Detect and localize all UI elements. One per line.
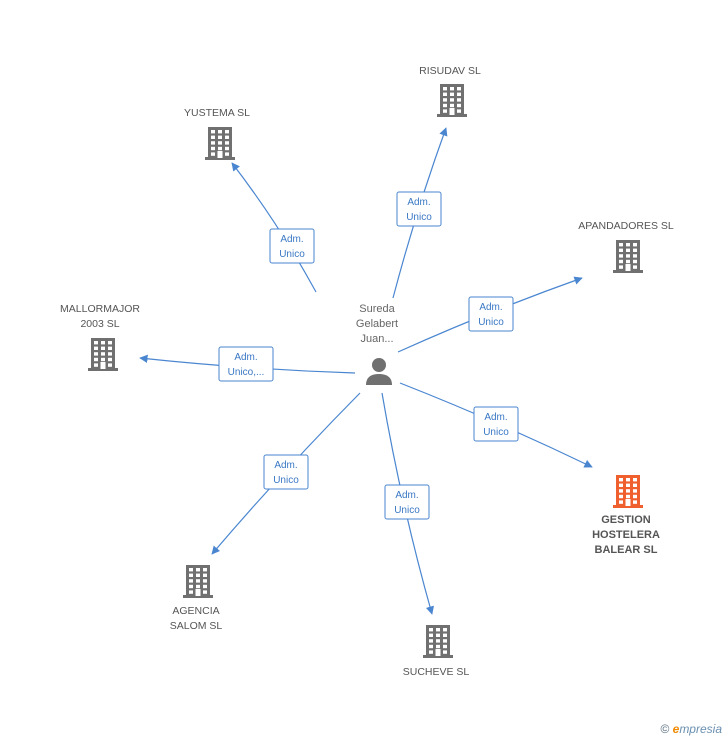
role-label-mallormajor[interactable]: Adm. Unico,... [218, 346, 274, 382]
edges-layer [139, 127, 593, 615]
person-name-line: Sureda [359, 303, 395, 315]
building-icon [423, 625, 453, 658]
company-label-line: MALLORMAJOR [60, 303, 140, 315]
brand-logo-e: e [672, 722, 680, 736]
edge-yustema [231, 162, 317, 293]
role-box [468, 296, 514, 332]
copyright-symbol: © [660, 722, 670, 736]
person-icon [366, 358, 392, 385]
role-text-line: Adm. [407, 197, 430, 208]
role-text-line: Unico [406, 212, 432, 223]
company-node-gestion[interactable]: GESTION HOSTELERA BALEAR SL [592, 475, 660, 556]
company-label-line: HOSTELERA [592, 529, 660, 541]
role-box [269, 228, 315, 264]
role-text-line: Unico [273, 475, 299, 486]
company-node-mallormajor[interactable]: MALLORMAJOR 2003 SL [60, 303, 140, 371]
company-node-apandadores[interactable]: APANDADORES SL [578, 220, 674, 273]
role-text-line: Unico,... [228, 367, 265, 378]
building-icon [205, 127, 235, 160]
building-icon [613, 475, 643, 508]
company-label-line: RISUDAV SL [419, 65, 481, 77]
role-box [473, 406, 519, 442]
building-icon [437, 84, 467, 117]
role-text-line: Adm. [280, 234, 303, 245]
role-box [396, 191, 442, 227]
company-node-yustema[interactable]: YUSTEMA SL [184, 107, 250, 160]
building-icon [88, 338, 118, 371]
brand-name: mpresia [679, 722, 722, 736]
company-label-line: APANDADORES SL [578, 220, 674, 232]
person-node[interactable]: SuredaGelabertJuan... [356, 303, 398, 385]
role-box [263, 454, 309, 490]
role-text-line: Adm. [484, 412, 507, 423]
building-icon [183, 565, 213, 598]
role-text-line: Adm. [234, 352, 257, 363]
building-icon [613, 240, 643, 273]
footer-brand: © empresia [660, 722, 722, 736]
company-node-sucheve[interactable]: SUCHEVE SL [403, 625, 470, 678]
role-text-line: Unico [483, 427, 509, 438]
company-label-line: YUSTEMA SL [184, 107, 250, 119]
role-labels-layer: Adm.UnicoAdm.UnicoAdm.UnicoAdm.Unico,...… [218, 191, 519, 520]
company-label-line: 2003 SL [80, 318, 119, 330]
role-label-yustema[interactable]: Adm. Unico [269, 228, 315, 264]
company-label-line: AGENCIA [172, 605, 219, 617]
company-node-risudav[interactable]: RISUDAV SL [419, 65, 481, 117]
role-text-line: Unico [279, 249, 305, 260]
role-text-line: Adm. [274, 460, 297, 471]
role-label-gestion[interactable]: Adm. Unico [473, 406, 519, 442]
company-label-line: BALEAR SL [595, 544, 658, 556]
company-node-agencia[interactable]: AGENCIA SALOM SL [170, 565, 223, 632]
company-label-line: SUCHEVE SL [403, 666, 470, 678]
role-label-apandadores[interactable]: Adm. Unico [468, 296, 514, 332]
role-text-line: Adm. [479, 302, 502, 313]
role-text-line: Adm. [395, 490, 418, 501]
company-label-line: GESTION [601, 514, 651, 526]
role-text-line: Unico [394, 505, 420, 516]
role-text-line: Unico [478, 317, 504, 328]
role-box [384, 484, 430, 520]
person-name-line: Juan... [360, 333, 393, 345]
role-label-sucheve[interactable]: Adm. Unico [384, 484, 430, 520]
role-label-agencia[interactable]: Adm. Unico [263, 454, 309, 490]
company-label-line: SALOM SL [170, 620, 223, 632]
role-label-risudav[interactable]: Adm. Unico [396, 191, 442, 227]
role-box [218, 346, 274, 382]
person-name-line: Gelabert [356, 318, 398, 330]
